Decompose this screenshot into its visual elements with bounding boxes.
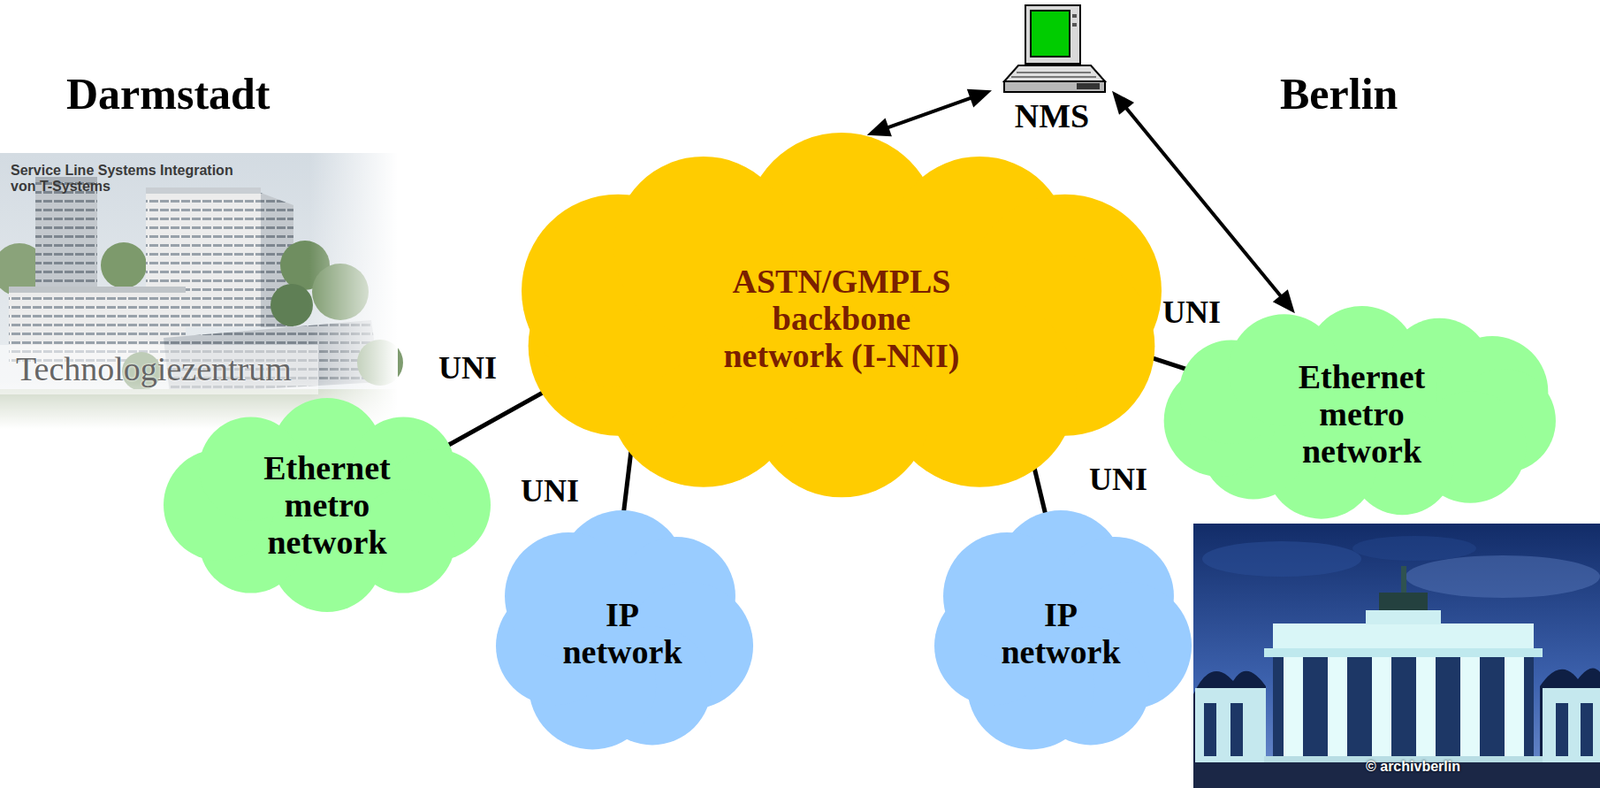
- node-text: Ethernet metro network: [1298, 358, 1426, 470]
- monitor-button: [1072, 14, 1077, 18]
- arrow-head: [867, 118, 892, 138]
- photo-caption: Service Line Systems Integration von T-S…: [10, 162, 254, 196]
- gate-photo: [1193, 523, 1600, 788]
- building-photo-part: [270, 283, 313, 327]
- nms-workstation: NMS: [991, 3, 1113, 135]
- backbone-cloud: ASTN/GMPLS backbone network (I-NNI): [510, 132, 1174, 504]
- computer-icon: [991, 3, 1113, 96]
- text-group: Ethernet metro network: [263, 449, 391, 561]
- gate-photo-part: [1283, 656, 1303, 761]
- node-text: IP network: [562, 595, 682, 671]
- gate-photo-part: [1504, 656, 1524, 761]
- keyboard-keys: [1016, 71, 1091, 74]
- building-photo-part: [0, 152, 398, 429]
- gate-photo-part: [1460, 656, 1480, 761]
- building-photo-part: [8, 286, 186, 293]
- gate-photo-part: [1416, 656, 1436, 761]
- interface-label: UNI: [1162, 294, 1221, 331]
- gate-photo-part: [1272, 656, 1534, 761]
- city-name: Berlin: [1280, 68, 1398, 121]
- gate-photo-part: [1542, 687, 1600, 762]
- monitor-button: [1072, 22, 1077, 27]
- text-group: ASTN/GMPLS backbone network (I-NNI): [720, 262, 964, 374]
- metro-cloud: Ethernet metro network: [163, 397, 491, 612]
- gate-photo-part: [1193, 523, 1600, 788]
- gate-photo-part: [1580, 702, 1593, 756]
- gate-photo-part: [1195, 687, 1266, 762]
- gate-photo-part: [1405, 555, 1600, 598]
- cloud-bump: [613, 156, 793, 336]
- interface-label: UNI: [438, 350, 497, 387]
- keyboard-keys: [1011, 76, 1097, 78]
- gate-photo-part: [1365, 609, 1441, 625]
- gate-photo-part: [1203, 702, 1217, 756]
- arrow-head: [1272, 289, 1296, 313]
- text-group: IP network: [1000, 595, 1120, 671]
- drive-slot: [1076, 83, 1100, 90]
- city-name: Darmstadt: [66, 68, 271, 121]
- ip-cloud: IP network: [928, 510, 1194, 755]
- photo-credit: © archivberlin: [1365, 758, 1461, 775]
- metro-cloud: Ethernet metro network: [1162, 305, 1562, 521]
- keyboard-top: [1004, 65, 1105, 82]
- monitor-case: [1025, 5, 1081, 64]
- gate-photo-part: [1327, 656, 1348, 761]
- building-photo: [0, 152, 404, 429]
- node-text: NMS: [1014, 97, 1090, 135]
- keyboard-front: [1004, 81, 1105, 92]
- gate-photo-part: [1371, 656, 1392, 761]
- gate-photo-part: [1379, 592, 1428, 610]
- interface-label: UNI: [520, 472, 580, 510]
- node-text: IP network: [1000, 595, 1120, 671]
- node-text: ASTN/GMPLS backbone network (I-NNI): [720, 262, 964, 374]
- building-photo-part: [145, 187, 261, 194]
- arrow-head: [967, 89, 992, 108]
- gate-photo-part: [1272, 623, 1534, 648]
- text-group: Ethernet metro network: [1298, 358, 1426, 470]
- gate-photo-part: [1401, 565, 1407, 593]
- ip-cloud: IP network: [489, 510, 755, 755]
- building-photo-part: [0, 344, 319, 395]
- text-group: NMS: [1014, 97, 1090, 135]
- node-text: Ethernet metro network: [263, 449, 391, 561]
- photo-sign: Technologiezentrum: [15, 350, 292, 389]
- building-photo-part: [100, 242, 147, 289]
- interface-label: UNI: [1089, 461, 1148, 498]
- management-arrow: [867, 89, 992, 138]
- gate-photo-part: [1264, 647, 1543, 657]
- arrow-head: [1112, 91, 1135, 115]
- gate-photo-part: [1352, 535, 1477, 561]
- connector-line: [886, 97, 972, 128]
- text-group: IP network: [562, 595, 682, 671]
- monitor-screen: [1030, 10, 1070, 57]
- gate-photo-part: [1230, 702, 1243, 756]
- gate-photo-part: [1202, 540, 1362, 577]
- gate-photo-part: [1555, 702, 1569, 756]
